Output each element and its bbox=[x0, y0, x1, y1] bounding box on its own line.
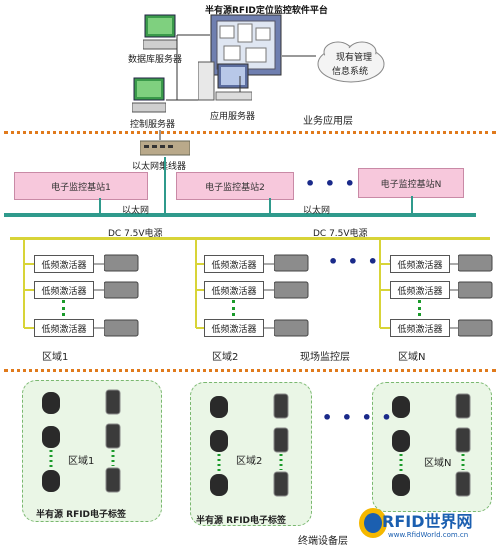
activator-dots-zoneN bbox=[418, 300, 421, 316]
activator-dots-zone1 bbox=[62, 300, 65, 316]
terminal-ellipsis: • • • • bbox=[322, 408, 394, 427]
field-layer-label: 现场监控层 bbox=[300, 352, 350, 363]
mis-cloud: 现有管理 信息系统 bbox=[316, 38, 386, 86]
ethernet-label-2: 以太网 bbox=[303, 206, 331, 216]
mis-label-line2: 信息系统 bbox=[332, 67, 369, 77]
rfidworld-logo: RFID世界网 www.RfidWorld.com.cn bbox=[358, 504, 494, 544]
field-zone-n-label: 区域N bbox=[398, 352, 426, 363]
platform-title: 半有源RFID定位监控软件平台 bbox=[205, 6, 328, 16]
terminal-zone-2-label: 区域2 bbox=[236, 456, 263, 467]
watermark-brand: RFID世界网 bbox=[382, 512, 473, 531]
field-zone-2-label: 区域2 bbox=[212, 352, 239, 363]
tag-label-2: 半有源 RFID电子标签 bbox=[196, 516, 287, 526]
power-bus bbox=[10, 237, 490, 240]
mis-label-line1: 现有管理 bbox=[336, 53, 373, 63]
ethernet-drops bbox=[99, 157, 413, 213]
monitor-station-2: 电子监控基站2 bbox=[176, 172, 294, 200]
ethernet-bus bbox=[4, 213, 476, 217]
activator-zoneN-3: 低频激活器 bbox=[390, 319, 450, 337]
monitor-station-1: 电子监控基站1 bbox=[14, 172, 148, 200]
rfid-tags-zoneN bbox=[392, 393, 471, 497]
activator-zone2-1: 低频激活器 bbox=[204, 255, 264, 273]
rfid-tags-zone2 bbox=[210, 393, 289, 497]
activator-zone1-2: 低频激活器 bbox=[34, 281, 94, 299]
business-layer-label: 业务应用层 bbox=[303, 116, 353, 127]
activator-zoneN-2: 低频激活器 bbox=[390, 281, 450, 299]
tag-label-1: 半有源 RFID电子标签 bbox=[36, 510, 127, 520]
activator-dots-zone2 bbox=[232, 300, 235, 316]
activator-zoneN-1: 低频激活器 bbox=[390, 255, 450, 273]
control-server-icon bbox=[131, 76, 167, 114]
field-layer-divider bbox=[4, 369, 496, 372]
station-ellipsis: • • • • bbox=[305, 174, 377, 193]
business-layer-divider bbox=[4, 131, 496, 134]
control-server-label: 控制服务器 bbox=[130, 120, 176, 130]
power-label-2: DC 7.5V电源 bbox=[313, 229, 368, 239]
terminal-zone-n bbox=[372, 382, 492, 512]
ethernet-switch-label: 以太网集线器 bbox=[132, 162, 187, 172]
power-branches bbox=[23, 238, 458, 329]
power-label-1: DC 7.5V电源 bbox=[108, 229, 163, 239]
terminal-layer-label: 终端设备层 bbox=[298, 536, 348, 547]
field-zone-1-label: 区域1 bbox=[42, 352, 69, 363]
activator-zone2-3: 低频激活器 bbox=[204, 319, 264, 337]
activator-zone1-3: 低频激活器 bbox=[34, 319, 94, 337]
business-connectors bbox=[159, 34, 316, 140]
terminal-zone-1-label: 区域1 bbox=[68, 456, 95, 467]
activator-zone1-1: 低频激活器 bbox=[34, 255, 94, 273]
field-ellipsis: • • • • bbox=[328, 252, 400, 271]
database-server-label: 数据库服务器 bbox=[128, 55, 183, 65]
rfid-tags-zone1 bbox=[42, 389, 121, 493]
ethernet-switch-icon bbox=[139, 139, 191, 157]
ethernet-label-1: 以太网 bbox=[122, 206, 150, 216]
application-server-icon bbox=[197, 60, 253, 106]
activator-zone2-2: 低频激活器 bbox=[204, 281, 264, 299]
terminal-zone-n-label: 区域N bbox=[424, 458, 452, 469]
watermark-url: www.RfidWorld.com.cn bbox=[388, 531, 469, 539]
database-server-icon bbox=[142, 13, 178, 51]
monitor-station-n: 电子监控基站N bbox=[358, 168, 464, 198]
application-server-label: 应用服务器 bbox=[210, 112, 256, 122]
